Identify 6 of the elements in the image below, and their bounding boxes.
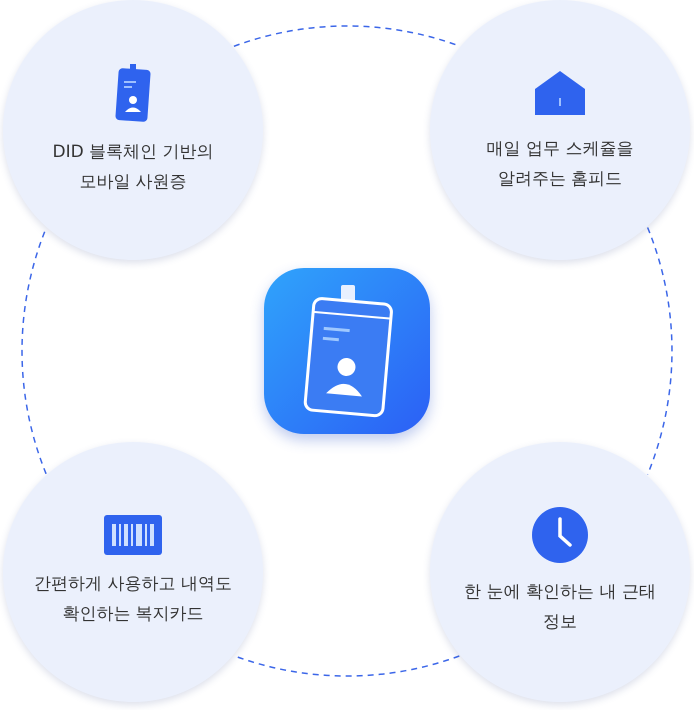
feature-text: 매일 업무 스케쥴을 알려주는 홈피드 <box>486 138 634 191</box>
feature-text: 한 눈에 확인하는 내 근태 정보 <box>463 581 657 634</box>
feature-text: 간편하게 사용하고 내역도 확인하는 복지카드 <box>33 573 233 626</box>
feature-text: DID 블록체인 기반의 모바일 사원증 <box>51 141 214 194</box>
dashed-connector <box>646 227 673 475</box>
app-icon-tile <box>264 268 430 434</box>
